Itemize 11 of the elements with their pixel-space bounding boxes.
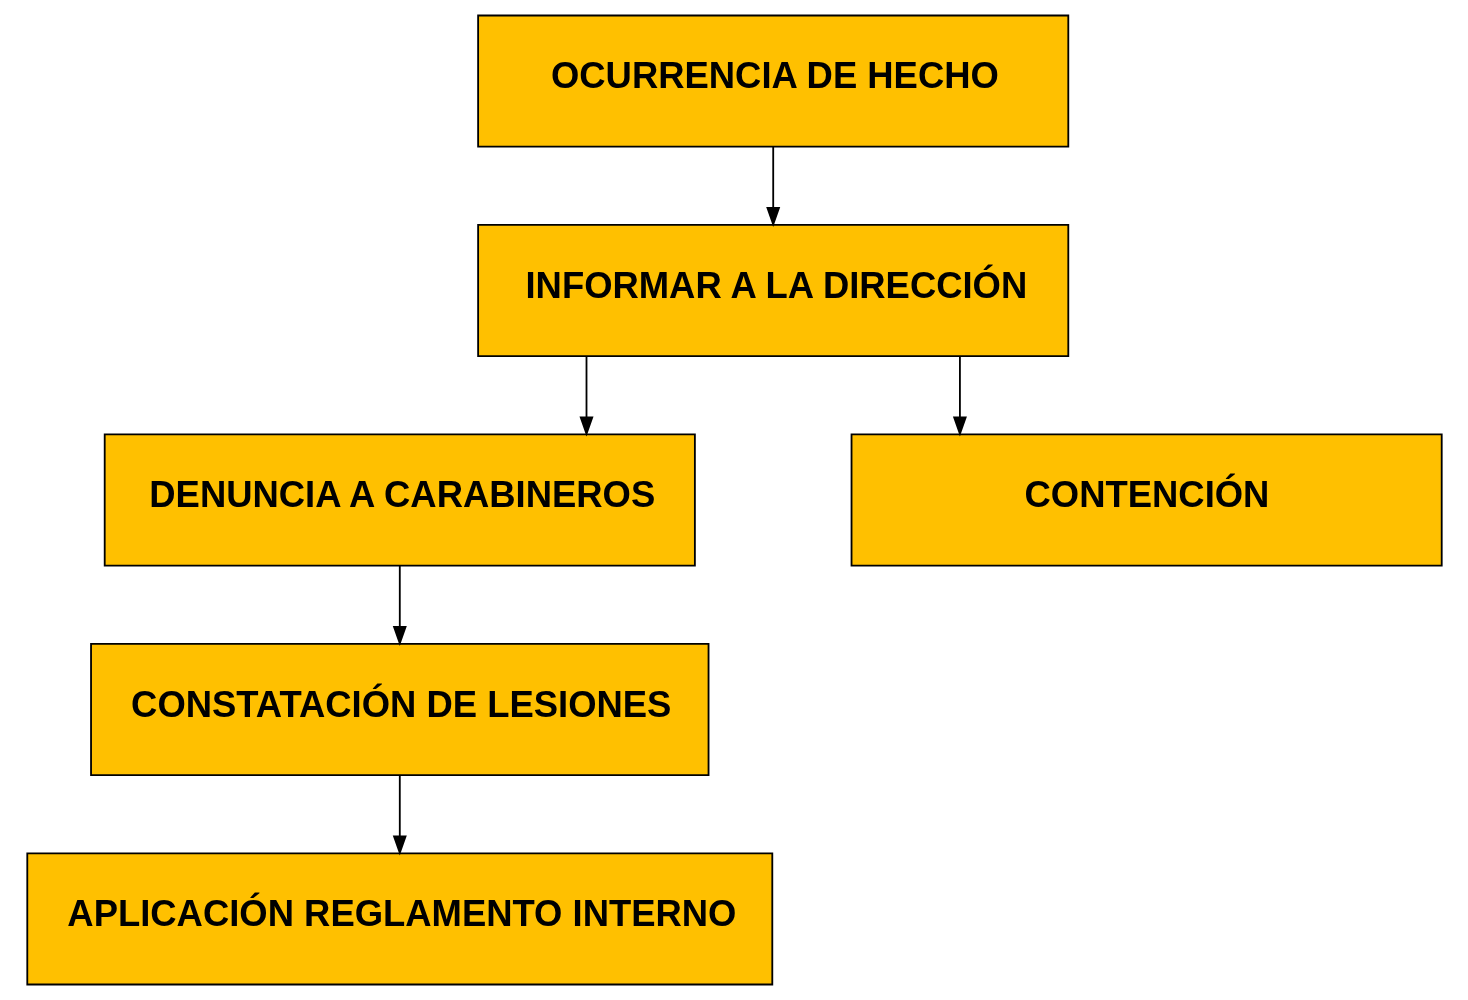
node-box: CONSTATACIÓN DE LESIONES <box>89 643 709 776</box>
arrow <box>765 145 780 228</box>
node-box: INFORMAR A LA DIRECCIÓN <box>476 224 1069 357</box>
node-box: CONTENCIÓN <box>850 433 1443 567</box>
node-box: APLICACIÓN REGLAMENTO INTERNO <box>25 852 773 986</box>
arrow <box>392 564 407 647</box>
node-box: OCURRENCIA DE HECHO <box>476 14 1069 148</box>
arrow <box>392 774 407 856</box>
node-box: DENUNCIA A CARABINEROS <box>103 433 696 567</box>
arrow <box>952 355 967 437</box>
arrow <box>578 355 594 437</box>
